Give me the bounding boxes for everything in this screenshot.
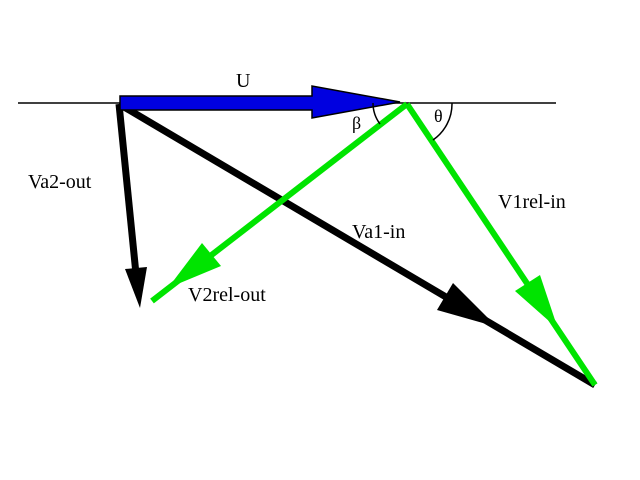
va1-in-arrowhead <box>437 283 497 327</box>
u-label: U <box>236 70 251 92</box>
v1rel-in-arrowhead <box>515 275 558 329</box>
theta-angle-arc <box>432 102 453 141</box>
va1-in-label: Va1-in <box>352 221 405 243</box>
va2-out-label: Va2-out <box>28 171 92 193</box>
va1-in-vector-shaft <box>117 100 597 389</box>
u-vector-arrow <box>119 85 401 119</box>
v1rel-in-vector-shaft <box>404 102 598 387</box>
va2-out-arrowhead <box>125 267 147 308</box>
v1rel-in-label: V1rel-in <box>498 191 566 213</box>
v2rel-out-label: V2rel-out <box>188 284 266 306</box>
v2rel-out-arrowhead <box>168 243 221 288</box>
theta-angle-label: θ <box>434 106 443 126</box>
beta-angle-label: β <box>352 113 361 133</box>
va2-out-vector-shaft <box>115 103 140 275</box>
beta-angle-arc <box>372 102 381 125</box>
